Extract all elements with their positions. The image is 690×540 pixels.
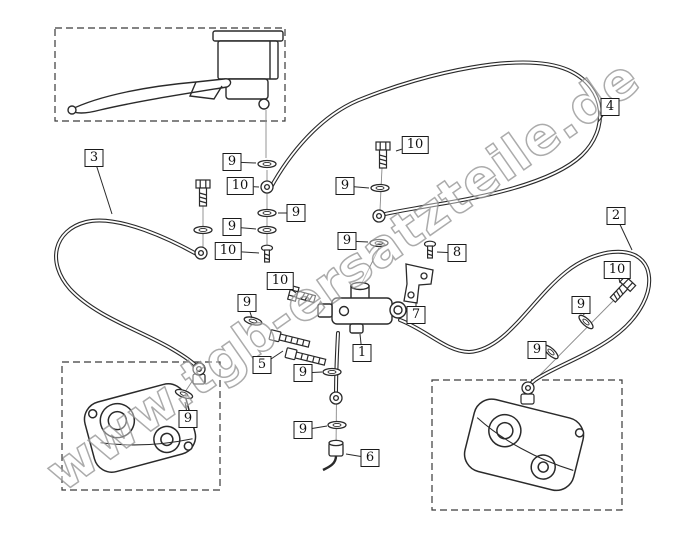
callout-10[interactable]: 10 [214, 242, 242, 260]
callout-10[interactable]: 10 [266, 272, 294, 290]
callout-10[interactable]: 10 [401, 136, 429, 154]
master-cylinder-group-box [54, 27, 286, 122]
callout-4[interactable]: 4 [600, 98, 620, 116]
callout-9[interactable]: 9 [335, 177, 355, 195]
callout-5[interactable]: 5 [252, 356, 272, 374]
callout-10[interactable]: 10 [603, 261, 631, 279]
callout-9[interactable]: 9 [222, 153, 242, 171]
callout-9[interactable]: 9 [571, 296, 591, 314]
master-cylinder-lever-drawing [67, 30, 284, 115]
leader-line [93, 157, 113, 215]
callout-9[interactable]: 9 [293, 364, 313, 382]
callout-9[interactable]: 9 [527, 341, 547, 359]
callout-9[interactable]: 9 [237, 294, 257, 312]
callout-10[interactable]: 10 [226, 177, 254, 195]
rear-caliper-group-box [431, 379, 623, 511]
callout-6[interactable]: 6 [360, 449, 380, 467]
hose-bracket-drawing [403, 263, 434, 304]
callout-1[interactable]: 1 [352, 344, 372, 362]
callout-9[interactable]: 9 [293, 421, 313, 439]
junction-block-drawing [317, 281, 407, 334]
callout-3[interactable]: 3 [84, 149, 104, 167]
mounting-bolts-drawing [268, 329, 327, 366]
callout-9[interactable]: 9 [286, 204, 306, 222]
callout-9[interactable]: 9 [178, 410, 198, 428]
callout-2[interactable]: 2 [606, 207, 626, 225]
front-left-caliper-drawing [83, 383, 197, 473]
bleed-fitting-drawing [322, 439, 344, 472]
callout-9[interactable]: 9 [222, 218, 242, 236]
callout-7[interactable]: 7 [406, 306, 426, 324]
callout-8[interactable]: 8 [447, 244, 467, 262]
front-left-caliper-group-box [61, 361, 221, 491]
callout-9[interactable]: 9 [337, 232, 357, 250]
rear-caliper-drawing [463, 398, 585, 492]
